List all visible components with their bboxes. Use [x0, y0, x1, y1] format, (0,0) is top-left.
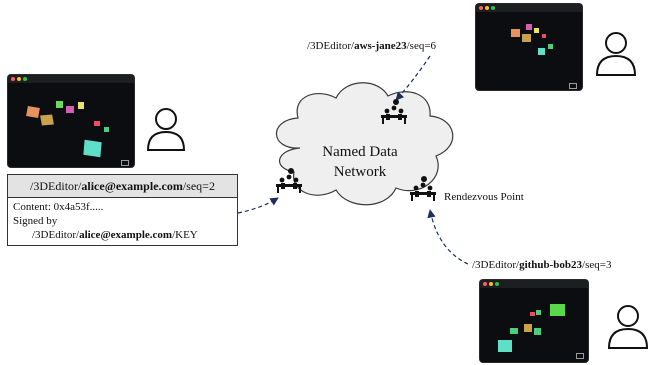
- rendezvous-label: Rendezvous Point: [444, 191, 524, 203]
- packet-name: /3DEditor/alice@example.com/seq=2: [8, 175, 237, 198]
- meeting-icon: [381, 99, 407, 124]
- bob-name-user: github-bob23: [519, 259, 583, 271]
- aws-name-user: aws-jane23: [354, 40, 407, 52]
- packet-name-suffix: /seq=2: [182, 179, 215, 193]
- user-icon: [607, 305, 649, 349]
- jane-browser-screenshot: [476, 4, 582, 90]
- packet-name-user: alice@example.com: [81, 179, 183, 193]
- ndn-cloud: [275, 82, 454, 206]
- arrow-bob-to-network: [427, 209, 469, 265]
- aws-jane-name: /3DEditor/aws-jane23/seq=6: [307, 40, 436, 52]
- bob-name-suffix: /seq=3: [582, 259, 612, 271]
- cloud-label-line2: Network: [333, 164, 387, 180]
- cloud-label: Named Data Network: [300, 142, 420, 182]
- packet-key-prefix: /3DEditor/: [32, 229, 80, 241]
- aws-name-suffix: /seq=6: [406, 40, 437, 52]
- github-bob-name: /3DEditor/github-bob23/seq=3: [472, 259, 611, 271]
- packet-key-name: /3DEditor/alice@example.com/KEY: [32, 229, 198, 241]
- packet-name-prefix: /3DEditor/: [30, 179, 82, 193]
- meeting-icon: [410, 176, 436, 201]
- alice-browser-screenshot: [8, 75, 134, 167]
- packet-key-suffix: /KEY: [172, 229, 198, 241]
- aws-name-prefix: /3DEditor/: [307, 40, 355, 52]
- arrow-jane-to-network: [395, 55, 431, 101]
- user-icon: [146, 108, 186, 151]
- bob-browser-screenshot: [480, 280, 588, 362]
- user-icon: [595, 32, 637, 76]
- packet-content: Content: 0x4a53f.....: [13, 201, 104, 213]
- data-packet: /3DEditor/alice@example.com/seq=2 Conten…: [7, 174, 238, 246]
- arrow-alice-to-network: [237, 197, 279, 214]
- meeting-icon: [276, 168, 302, 193]
- bob-name-prefix: /3DEditor/: [472, 259, 520, 271]
- cloud-label-line1: Named Data: [322, 144, 398, 160]
- packet-key-user: alice@example.com: [79, 229, 173, 241]
- packet-signed-by: Signed by: [13, 215, 58, 227]
